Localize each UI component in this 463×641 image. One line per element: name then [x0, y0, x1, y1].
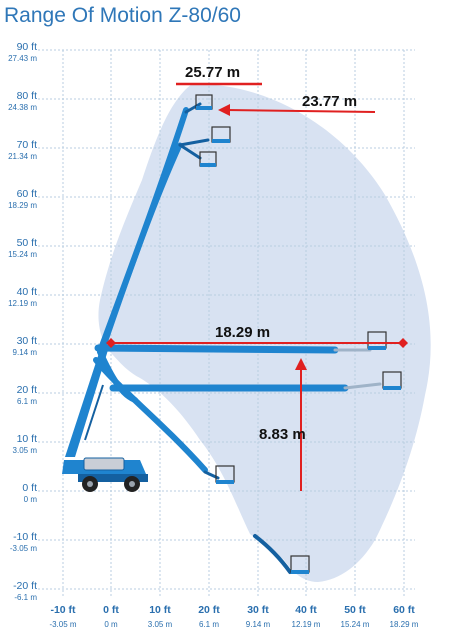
measurement-annotations: 25.77 m 23.77 m 18.29 m 8.83 m [106, 64, 408, 491]
x-tick-metric: 9.14 m [246, 620, 271, 629]
outreach-label: 18.29 m [215, 324, 270, 341]
platform-ground [215, 465, 235, 484]
y-axis-labels: 90 ft 27.43 m 80 ft 24.38 m 70 ft 21.34 … [8, 41, 37, 602]
x-tick-metric: 0 m [104, 620, 118, 629]
x-tick-label: 30 ft [247, 604, 269, 616]
platform-30ft [367, 331, 387, 350]
diagram-title: Range Of Motion Z-80/60 [4, 4, 241, 27]
y-tick-label: 20 ft [17, 384, 38, 396]
clearance-label: 8.83 m [259, 426, 306, 443]
y-tick-metric: 6.1 m [17, 397, 37, 406]
platform-floor [200, 163, 216, 167]
y-tick-metric: 12.19 m [8, 299, 37, 308]
clearance-arrowhead [295, 358, 307, 370]
platform-20ft [382, 371, 402, 390]
wheel-rear-hub [87, 481, 93, 487]
platform-upper-2 [199, 151, 217, 167]
jib-horizontal-mid [343, 382, 382, 390]
y-tick-label: 0 ft [22, 482, 37, 494]
y-tick-metric: 21.34 m [8, 152, 37, 161]
y-tick-metric: -6.1 m [14, 593, 37, 602]
y-tick-label: 80 ft [17, 90, 38, 102]
x-tick-metric: 18.29 m [390, 620, 419, 629]
y-tick-metric: 24.38 m [8, 103, 37, 112]
x-tick-label: 0 ft [103, 604, 119, 616]
chassis-frame [78, 474, 148, 482]
x-tick-label: 10 ft [149, 604, 171, 616]
working-height-label: 23.77 m [302, 93, 357, 110]
y-tick-label: 70 ft [17, 139, 38, 151]
platform-height-label: 25.77 m [185, 64, 240, 81]
platform-below-grade [290, 555, 310, 574]
y-tick-label: 10 ft [17, 433, 38, 445]
outreach-marker-left [106, 338, 116, 348]
x-tick-metric: 3.05 m [148, 620, 173, 629]
boom-secondary [101, 142, 183, 349]
x-tick-label: -10 ft [50, 604, 76, 616]
y-tick-label: 30 ft [17, 335, 38, 347]
lower-arm-cylinder [84, 384, 104, 441]
platform-floor [212, 139, 230, 143]
platform-floor [383, 386, 401, 390]
grid-horizontal-lines [38, 49, 415, 590]
y-tick-metric: 3.05 m [13, 446, 38, 455]
platform-floor [216, 480, 234, 484]
x-tick-label: 40 ft [295, 604, 317, 616]
boom-horizontal-high [94, 344, 339, 354]
boom-positions [93, 102, 382, 574]
y-tick-label: 40 ft [17, 286, 38, 298]
platform-top [195, 94, 213, 110]
y-tick-metric: 15.24 m [8, 250, 37, 259]
platform-floor [291, 570, 309, 574]
x-axis-labels: -10 ft -3.05 m 0 ft 0 m 10 ft 3.05 m 20 … [49, 604, 418, 629]
outreach-marker-right [398, 338, 408, 348]
platforms [195, 94, 402, 574]
y-tick-metric: 0 m [24, 495, 38, 504]
working-height-line [225, 109, 376, 113]
engine-cover [83, 457, 125, 471]
platform-floor [196, 106, 212, 110]
jib-vertical [184, 102, 202, 114]
x-tick-metric: 15.24 m [341, 620, 370, 629]
x-tick-label: 60 ft [393, 604, 415, 616]
machine-chassis [62, 457, 148, 492]
boom-below-grade [253, 534, 292, 574]
y-tick-label: 90 ft [17, 41, 38, 53]
y-tick-metric: 18.29 m [8, 201, 37, 210]
x-tick-metric: -3.05 m [49, 620, 76, 629]
working-envelope [98, 83, 431, 583]
y-tick-label: 60 ft [17, 188, 38, 200]
y-tick-label: 50 ft [17, 237, 38, 249]
y-tick-metric: -3.05 m [10, 544, 37, 553]
wheel-front-hub [129, 481, 135, 487]
x-tick-label: 50 ft [344, 604, 366, 616]
y-tick-label: -20 ft [13, 580, 37, 592]
platform-upper-1 [211, 126, 231, 143]
boom-low-reach [93, 357, 208, 473]
platform-floor [368, 346, 386, 350]
working-height-arrowhead [218, 104, 230, 116]
x-tick-label: 20 ft [198, 604, 220, 616]
lower-arm [65, 350, 108, 457]
y-tick-metric: 27.43 m [8, 54, 37, 63]
jib-secondary [178, 138, 210, 147]
y-tick-label: -10 ft [13, 531, 37, 543]
x-tick-metric: 6.1 m [199, 620, 219, 629]
jib-secondary-2 [178, 143, 202, 160]
x-tick-metric: 12.19 m [292, 620, 321, 629]
y-tick-metric: 9.14 m [13, 348, 38, 357]
